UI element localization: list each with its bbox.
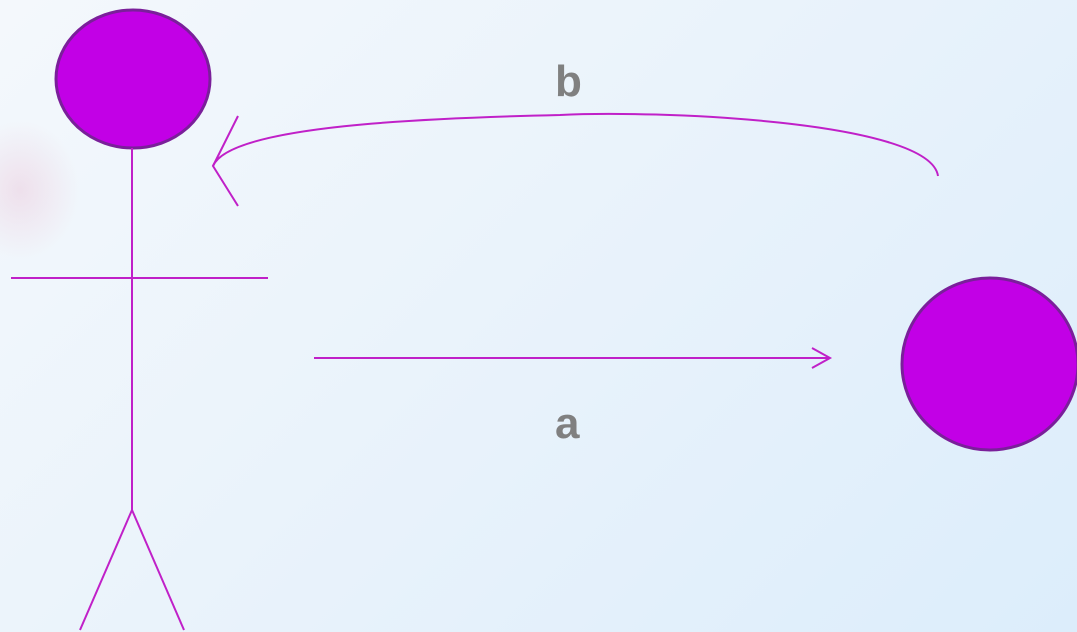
arrow-b-curve [212,112,939,177]
target-circle [900,276,1077,452]
arrow-a [314,347,833,369]
stick-figure-left-leg [79,509,133,631]
arrow-a-head [811,347,833,369]
arrow-b-label: b [555,57,582,106]
stick-figure [11,8,268,631]
background-glow [0,120,80,260]
arrow-b-head [211,115,239,207]
arrow-b [211,112,939,207]
stick-figure-head-shape [54,8,212,150]
arrow-a-label: a [555,399,580,448]
stick-figure-right-leg [131,509,185,631]
